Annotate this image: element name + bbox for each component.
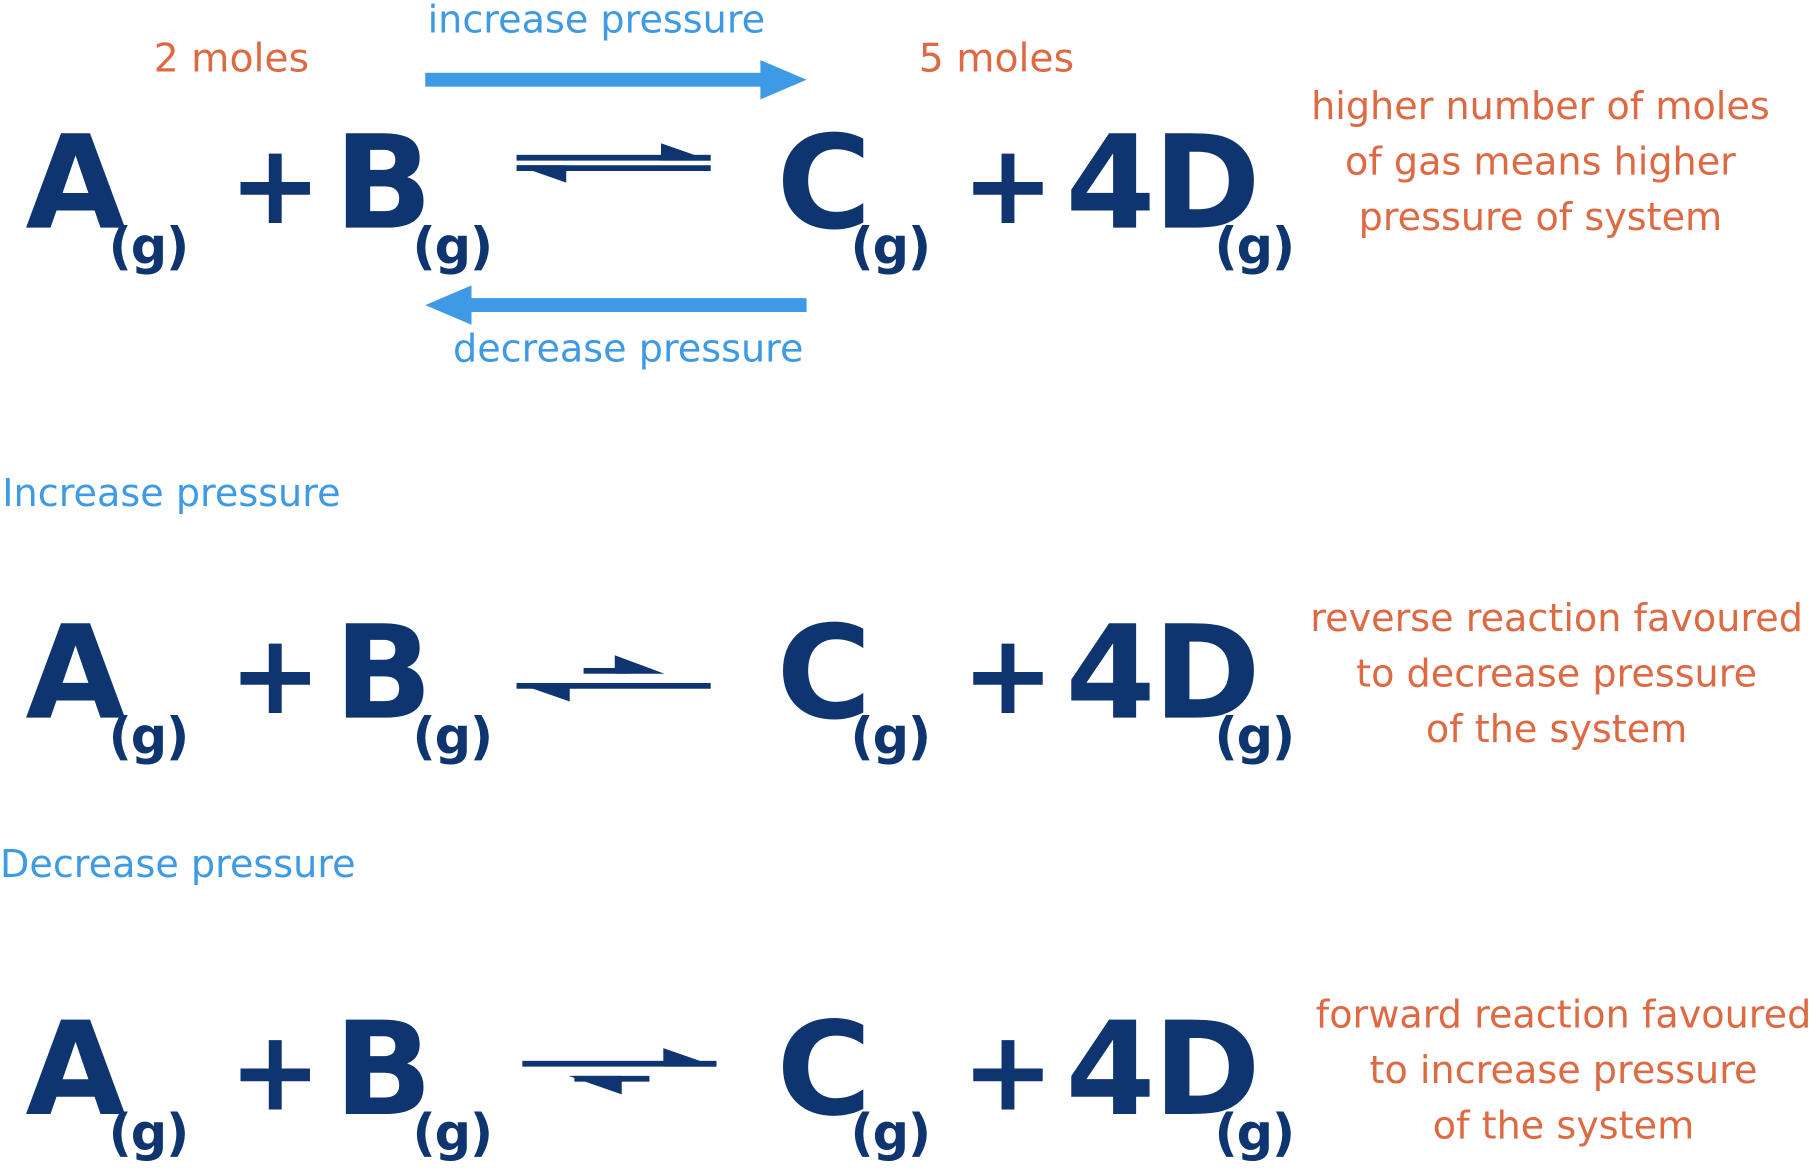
species-b: B [333, 108, 433, 259]
equilibrium-arrows-icon [516, 143, 711, 183]
state-symbol-a: (g) [108, 1103, 190, 1163]
decrease-pressure-arrow-label: decrease pressure [452, 325, 804, 371]
note-line: reverse reaction favoured [1310, 595, 1803, 641]
moles-pressure-note: higher number of moles of gas means high… [1311, 79, 1770, 245]
increase-pressure-arrow-label: increase pressure [427, 0, 766, 42]
reverse-favoured-note: reverse reaction favoured to decrease pr… [1310, 591, 1803, 757]
note-line: to decrease pressure [1356, 650, 1758, 696]
plus-sign: + [961, 1006, 1055, 1136]
species-a: A [25, 598, 125, 749]
species-b: B [333, 994, 433, 1146]
forward-favoured-equilibrium-arrows-icon [522, 1048, 717, 1095]
species-a: A [25, 108, 125, 259]
plus-sign: + [228, 610, 322, 740]
species-4d: 4D [1065, 994, 1260, 1146]
decrease-pressure-heading: Decrease pressure [0, 841, 356, 887]
state-symbol-b: (g) [412, 707, 494, 767]
state-symbol-c: (g) [850, 707, 932, 767]
state-symbol-d: (g) [1214, 217, 1296, 277]
reverse-arrow-icon [425, 285, 807, 325]
state-symbol-c: (g) [850, 1103, 932, 1163]
forward-favoured-note: forward reaction favoured to increase pr… [1316, 987, 1812, 1153]
reactant-moles-label: 2 moles [153, 35, 310, 83]
plus-sign: + [961, 610, 1055, 740]
species-b: B [333, 598, 433, 749]
state-symbol-b: (g) [412, 1103, 494, 1163]
increase-pressure-heading: Increase pressure [2, 470, 341, 516]
product-moles-label: 5 moles [918, 35, 1075, 83]
note-line: forward reaction favoured [1315, 991, 1812, 1037]
plus-sign: + [228, 120, 322, 250]
species-a: A [25, 994, 125, 1146]
species-c: C [776, 994, 872, 1146]
plus-sign: + [961, 120, 1055, 250]
reverse-favoured-equilibrium-arrows-icon [516, 655, 711, 702]
state-symbol-c: (g) [850, 217, 932, 277]
species-4d: 4D [1065, 108, 1260, 259]
note-line: of the system [1432, 1102, 1695, 1148]
state-symbol-d: (g) [1214, 707, 1296, 767]
species-c: C [776, 598, 872, 749]
state-symbol-a: (g) [108, 217, 190, 277]
note-line: of the system [1425, 706, 1688, 752]
note-line: higher number of moles [1311, 83, 1770, 129]
state-symbol-a: (g) [108, 707, 190, 767]
state-symbol-b: (g) [412, 217, 494, 277]
species-c: C [776, 108, 872, 259]
note-line: pressure of system [1358, 194, 1723, 240]
plus-sign: + [228, 1006, 322, 1136]
note-line: of gas means higher [1344, 138, 1736, 184]
state-symbol-d: (g) [1214, 1103, 1296, 1163]
species-4d: 4D [1065, 598, 1260, 749]
note-line: to increase pressure [1369, 1046, 1758, 1093]
forward-arrow-icon [425, 60, 807, 100]
